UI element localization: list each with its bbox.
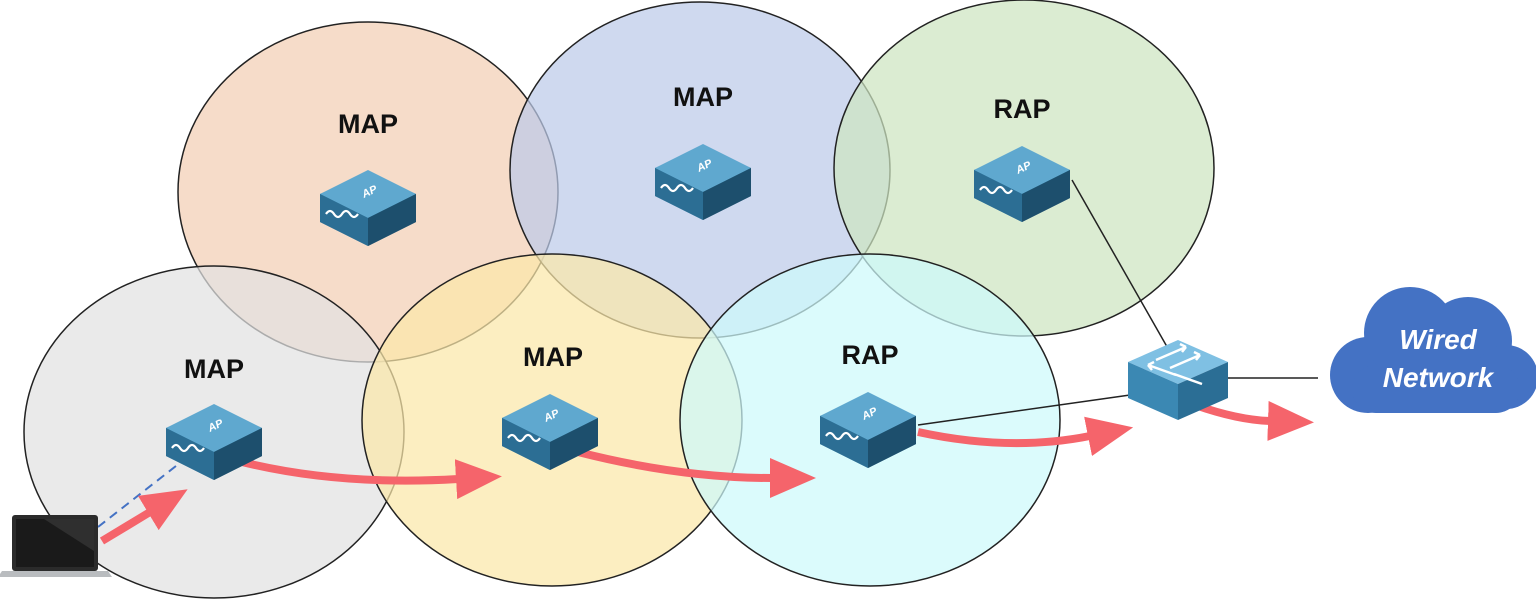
arrow-icon <box>241 458 502 500</box>
access-point-icon: AP <box>818 390 918 470</box>
access-point-icon: AP <box>500 392 600 472</box>
cloud-label-line2: Network <box>1383 362 1495 393</box>
cell-label-green: RAP <box>993 94 1050 124</box>
laptop-icon <box>0 515 112 577</box>
cell-label-grey: MAP <box>184 354 244 384</box>
access-point-icon: AP <box>318 168 418 248</box>
cell-label-cyan: RAP <box>841 340 898 370</box>
arrow-icon <box>99 489 188 545</box>
wired-link-rap-switch <box>1071 179 1171 353</box>
access-point-icon: AP <box>972 144 1072 224</box>
cell-label-yellow: MAP <box>523 342 583 372</box>
switch-icon <box>1128 340 1228 420</box>
cell-label-peach: MAP <box>338 109 398 139</box>
cell-label-blue: MAP <box>673 82 733 112</box>
cloud-icon: Wired Network <box>1330 287 1536 413</box>
access-point-icon: AP <box>164 402 264 482</box>
wireless-link-laptop <box>97 454 191 528</box>
wired-link-rap2-switch <box>917 394 1131 426</box>
cloud-label-line1: Wired <box>1399 324 1477 355</box>
arrow-icon <box>577 448 816 498</box>
traffic-path <box>99 400 1314 545</box>
arrow-icon <box>917 416 1134 457</box>
access-point-icon: AP <box>653 142 753 222</box>
